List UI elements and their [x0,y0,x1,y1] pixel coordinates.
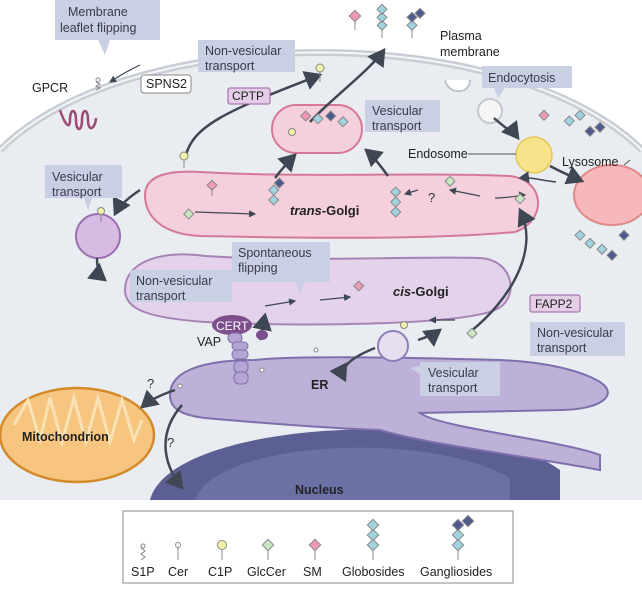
legend-label-c1p: C1P [208,565,232,579]
legend-s1p-glyph [140,543,146,561]
svg-text:Non-vesicular: Non-vesicular [205,44,281,58]
globoside-lipid-golgi-2 [390,186,402,218]
glccer-lipid-3 [466,327,478,339]
lysosome-lipids [574,229,630,261]
endosome-lipids [538,109,606,137]
legend-label-globosides: Globosides [342,565,405,579]
svg-text:SPNS2: SPNS2 [146,77,187,91]
svg-text:transport: transport [205,59,255,73]
endocytic-vesicles [444,79,503,124]
legend-label-s1p: S1P [131,565,155,579]
lysosome-label: Lysosome [562,155,619,169]
svg-text:Plasma: Plasma [440,29,482,43]
cert-label: CERT [216,319,249,333]
legend-glccer-glyph [261,538,275,560]
left-vesicle [75,213,121,259]
sm-lipid-2 [206,179,218,196]
legend-globosides-glyph [366,518,380,560]
sm-lipid [348,9,362,30]
cptp-box: CPTP [227,87,271,105]
legend-label-sm: SM [303,565,322,579]
lysosome [573,159,642,226]
mitochondrion-label: Mitochondrion [22,430,109,444]
legend-label-cer: Cer [168,565,188,579]
svg-text:transport: transport [372,119,422,133]
mito-question-mark: ? [147,376,154,391]
callout-nonvesicular-fapp2: Non-vesicular transport [530,322,625,356]
legend-label-gangliosides: Gangliosides [420,565,492,579]
legend-sm-glyph [308,538,322,560]
vesicle-lipids [288,110,349,136]
svg-text:flipping: flipping [238,261,278,275]
legend-label-glccer: GlcCer [247,565,286,579]
svg-text:Vesicular: Vesicular [428,366,479,380]
legend-cer-glyph [175,542,181,560]
legend: S1P Cer C1P GlcCer SM Globosides Ganglio… [122,510,514,584]
nucleus-label: Nucleus [295,483,344,497]
globoside-lipid [376,3,388,38]
s1p-lipid [94,77,102,91]
spns2-box: SPNS2 [140,74,192,94]
endosome-label: Endosome [408,147,468,161]
callout-spontaneous-flipping: Spontaneous flipping [232,242,330,294]
c1p-lipid-3 [97,207,105,222]
thin-arrows [108,64,527,324]
globoside-lipid-golgi [268,177,285,206]
callout-vesicular-right: Vesicular transport [365,100,440,133]
trans-golgi: trans-Golgi [143,170,540,239]
golgi-to-pm-carrier [271,104,363,154]
callout-nonvesicular-top: Non-vesicular transport [198,40,295,73]
ganglioside-lipid [406,7,426,38]
callout-vesicular-er: Vesicular transport [410,362,500,396]
svg-text:transport: transport [428,381,478,395]
er-lipids [177,321,408,389]
svg-text:Endocytosis: Endocytosis [488,71,555,85]
svg-text:Membrane: Membrane [68,5,128,19]
c1p-lipid-2 [179,151,189,168]
callout-nonvesicular-cert: Non-vesicular transport [130,270,232,303]
glccer-lipid [183,208,195,220]
cis-golgi-label: cis-Golgi [393,284,449,299]
svg-text:transport: transport [537,341,587,355]
glccer-lipid-2 [444,175,456,187]
svg-text:Spontaneous: Spontaneous [238,246,312,260]
endosome [468,136,553,174]
legend-c1p-glyph [217,540,227,560]
svg-text:Vesicular: Vesicular [52,170,103,184]
er-label: ER [311,378,328,392]
callout-membrane-flipping: Membrane leaflet flipping [55,0,160,55]
mitochondrion: Mitochondrion [0,386,156,484]
gpcr-label: GPCR [32,81,68,95]
svg-text:transport: transport [52,185,102,199]
c1p-lipid [315,63,325,82]
svg-text:leaflet flipping: leaflet flipping [60,21,136,35]
legend-gangliosides-glyph [451,514,475,560]
svg-text:membrane: membrane [440,45,500,59]
svg-text:Non-vesicular: Non-vesicular [136,274,212,288]
vap-label: VAP [197,335,221,349]
callout-endocytosis: Endocytosis [482,66,572,98]
svg-text:FAPP2: FAPP2 [535,297,573,311]
plasma-membrane-label: Plasma membrane [440,29,500,59]
svg-text:transport: transport [136,289,186,303]
er-vesicle [377,330,409,362]
golgi-question-mark: ? [428,190,435,205]
trans-golgi-label: trans-Golgi [290,203,359,218]
fapp2-box: FAPP2 [529,294,581,313]
lipid-glyphs [94,3,630,389]
svg-text:CPTP: CPTP [232,89,264,103]
glccer-lipid-4 [514,193,526,205]
gpcr-receptor [58,109,98,131]
svg-text:Non-vesicular: Non-vesicular [537,326,613,340]
cert-vap-complex: CERT VAP [197,315,268,385]
svg-text:Vesicular: Vesicular [372,104,423,118]
sm-lipid-3 [353,280,365,292]
nucleus-question-mark: ? [167,435,174,450]
callout-vesicular-left: Vesicular transport [45,165,122,210]
